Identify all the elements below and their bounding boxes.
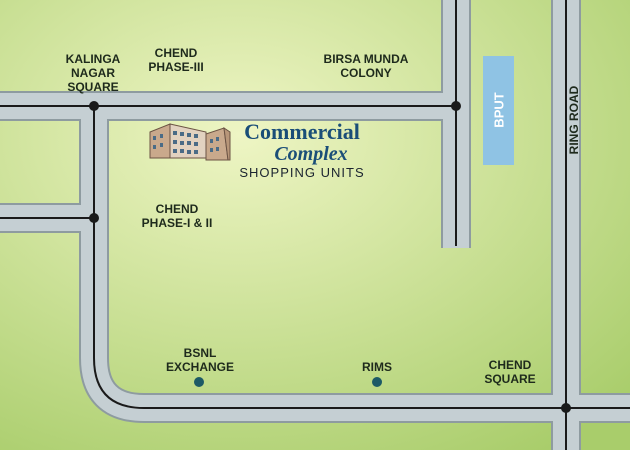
- building-icon: [149, 123, 231, 161]
- brand-line-complex: Complex: [274, 143, 348, 165]
- label-rims: RIMS: [362, 360, 392, 374]
- label-ring-road: RING ROAD: [567, 85, 581, 155]
- label-chend-phase-3: CHEND PHASE-III: [148, 46, 204, 74]
- label-chend-phase-1-2: CHEND PHASE-I & II: [141, 202, 213, 230]
- junction-dot: [89, 213, 99, 223]
- bsnl-marker-icon: [194, 377, 204, 387]
- commercial-complex-logo: Commercial Complex SHOPPING UNITS: [232, 120, 372, 181]
- junction-dot: [89, 101, 99, 111]
- junction-dot: [451, 101, 461, 111]
- label-kalinga-nagar-square: KALINGA NAGAR SQUARE: [65, 52, 121, 94]
- brand-line-commercial: Commercial: [244, 119, 360, 144]
- label-bput: BPUT: [491, 92, 507, 128]
- label-birsa-munda-colony: BIRSA MUNDA COLONY: [323, 52, 409, 80]
- label-bsnl-exchange: BSNL EXCHANGE: [165, 346, 234, 374]
- rims-marker-icon: [372, 377, 382, 387]
- junction-dot: [561, 403, 571, 413]
- bput-building-block: [483, 56, 514, 165]
- label-chend-square: CHEND SQUARE: [484, 358, 536, 386]
- brand-line-shopping-units: SHOPPING UNITS: [239, 165, 365, 180]
